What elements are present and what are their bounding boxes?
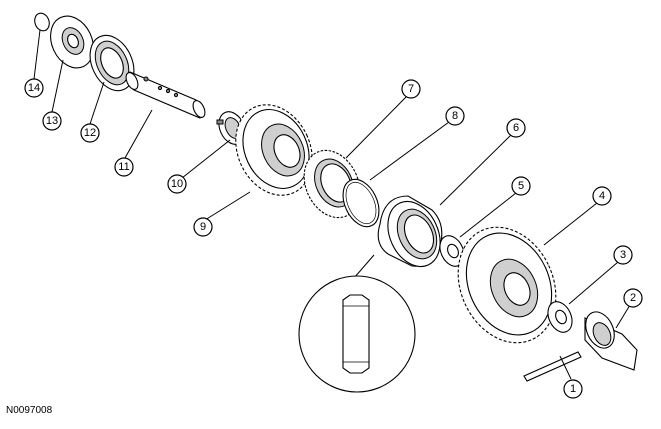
callout-1: 1 [563, 379, 583, 399]
svg-text:14: 14 [28, 82, 40, 94]
callout-10: 10 [167, 174, 187, 194]
callout-7: 7 [401, 79, 421, 99]
svg-text:4: 4 [599, 190, 605, 202]
callout-12: 12 [80, 123, 100, 143]
part-11-shaft [125, 71, 206, 119]
part-14-snap-ring [34, 12, 50, 32]
callout-6: 6 [506, 118, 526, 138]
callout-8: 8 [445, 106, 465, 126]
svg-text:5: 5 [518, 180, 524, 192]
callout-11: 11 [114, 157, 134, 177]
part-6-synchro-sleeve [377, 195, 443, 267]
svg-text:2: 2 [630, 292, 636, 304]
svg-text:3: 3 [620, 249, 626, 261]
part-4-gear [457, 226, 557, 344]
svg-text:11: 11 [118, 161, 129, 173]
reference-code: N0097008 [6, 405, 53, 416]
callout-5: 5 [511, 176, 531, 196]
callout-2: 2 [623, 288, 643, 308]
svg-text:12: 12 [84, 127, 96, 139]
callout-3: 3 [613, 245, 633, 265]
svg-text:13: 13 [46, 115, 58, 127]
part-13-thrust-plate [50, 15, 94, 69]
callout-9: 9 [193, 217, 213, 237]
part-2-retainer-block [584, 311, 638, 371]
part-1-pin [523, 351, 582, 382]
leader-lines [33, 29, 631, 380]
svg-text:1: 1 [570, 383, 576, 395]
callout-13: 13 [42, 111, 62, 131]
part-8-retaining-ring [342, 178, 380, 228]
svg-text:7: 7 [408, 83, 414, 95]
callout-4: 4 [592, 186, 612, 206]
detail-inset [298, 254, 416, 393]
part-12-thrust-bearing [89, 34, 135, 92]
svg-text:10: 10 [171, 178, 183, 190]
svg-text:6: 6 [513, 122, 519, 134]
part-9-gear [235, 104, 313, 196]
svg-text:9: 9 [200, 221, 206, 233]
callout-14: 14 [24, 78, 44, 98]
part-3-washer [547, 301, 573, 333]
svg-text:8: 8 [452, 110, 458, 122]
